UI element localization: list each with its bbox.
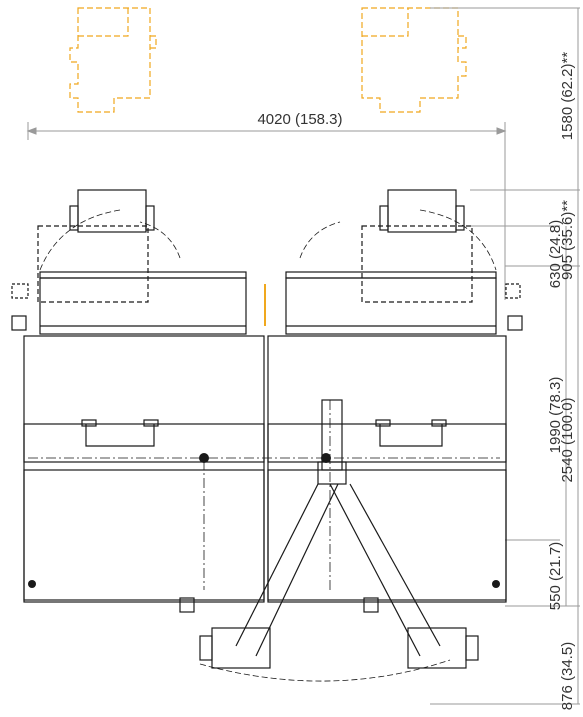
width-label: 4020 (158.3) <box>257 111 342 128</box>
top-section-label: 905 (35.6)** <box>559 200 576 280</box>
clearance-label: 1580 (62.2)** <box>559 52 576 141</box>
body-height-label: 1990 (78.3) <box>547 377 564 454</box>
center-lines <box>28 400 500 590</box>
arm-assembly <box>199 399 479 669</box>
vertical-dimension-lines <box>430 7 580 705</box>
upper-block-label: 630 (24.8) <box>547 220 564 288</box>
pivot-points <box>28 453 500 588</box>
machine-body <box>11 189 523 613</box>
ghost-unit-left <box>69 7 157 113</box>
ghost-unit-right <box>361 7 467 113</box>
width-dimension <box>26 122 507 300</box>
swing-arcs <box>39 209 497 682</box>
arm-reach-label: 876 (34.5) <box>559 642 576 710</box>
overall-depth-label: 2540 (100.0) <box>559 397 576 482</box>
lower-band-label: 550 (21.7) <box>547 542 564 610</box>
